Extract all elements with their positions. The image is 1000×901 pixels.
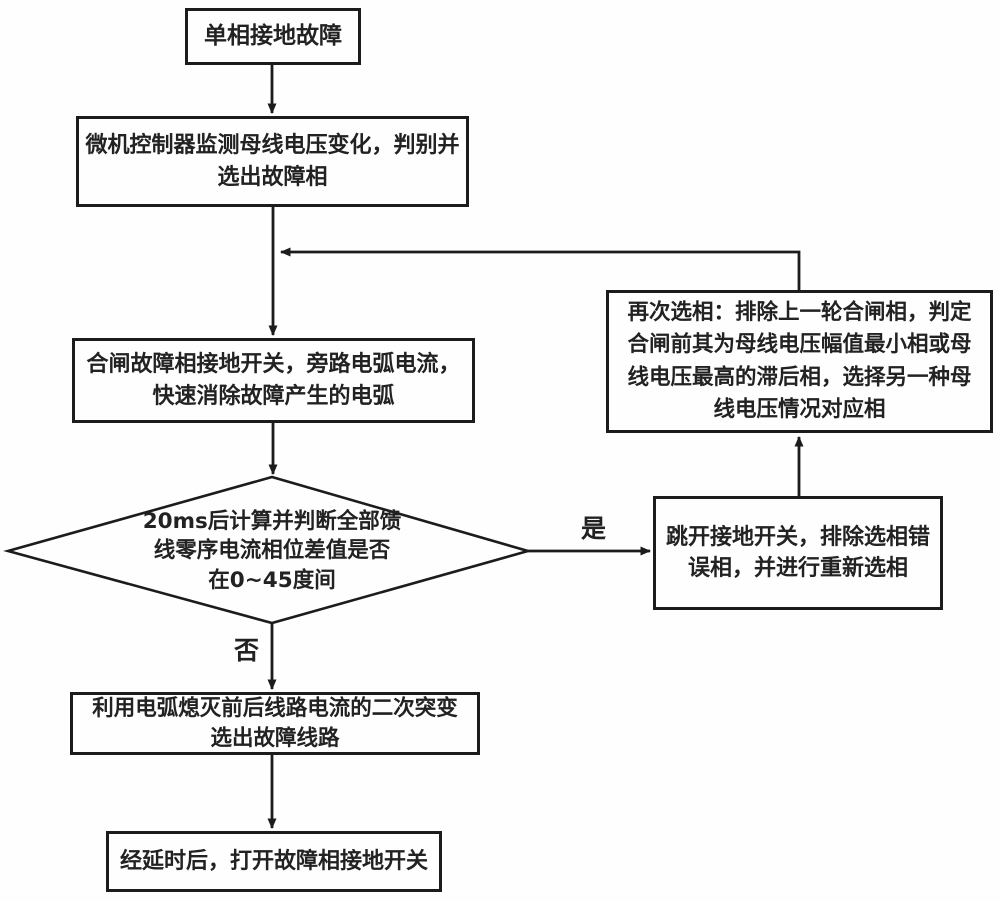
node-trip-grounding-switch: 跳开接地开关，排除选相错 误相，并进行重新选相 — [653, 496, 943, 610]
node-select-fault-line: 利用电弧熄灭前后线路电流的二次突变 选出故障线路 — [70, 692, 480, 755]
arrow-reselect-feedback — [280, 247, 801, 290]
node-open-grounding-switch: 经延时后，打开故障相接地开关 — [106, 831, 442, 892]
edge-label-no: 否 — [234, 636, 260, 665]
edge-label-yes: 是 — [581, 514, 607, 543]
node-reselect-phase: 再次选相：排除上一轮合闸相，判定 合闸前其为母线电压幅值最小相或母 线电压最高的… — [606, 290, 993, 433]
node-monitor-bus-voltage: 微机控制器监测母线电压变化，判别并 选出故障相 — [76, 116, 469, 207]
node-close-grounding-switch: 合闸故障相接地开关，旁路电弧电流， 快速消除故障产生的电弧 — [72, 338, 475, 423]
node-decision-phase-difference: 20ms后计算并判断全部馈 线零序电流相位差值是否 在0~45度间 — [142, 508, 402, 593]
node-start-single-phase-ground-fault: 单相接地故障 — [185, 8, 361, 65]
